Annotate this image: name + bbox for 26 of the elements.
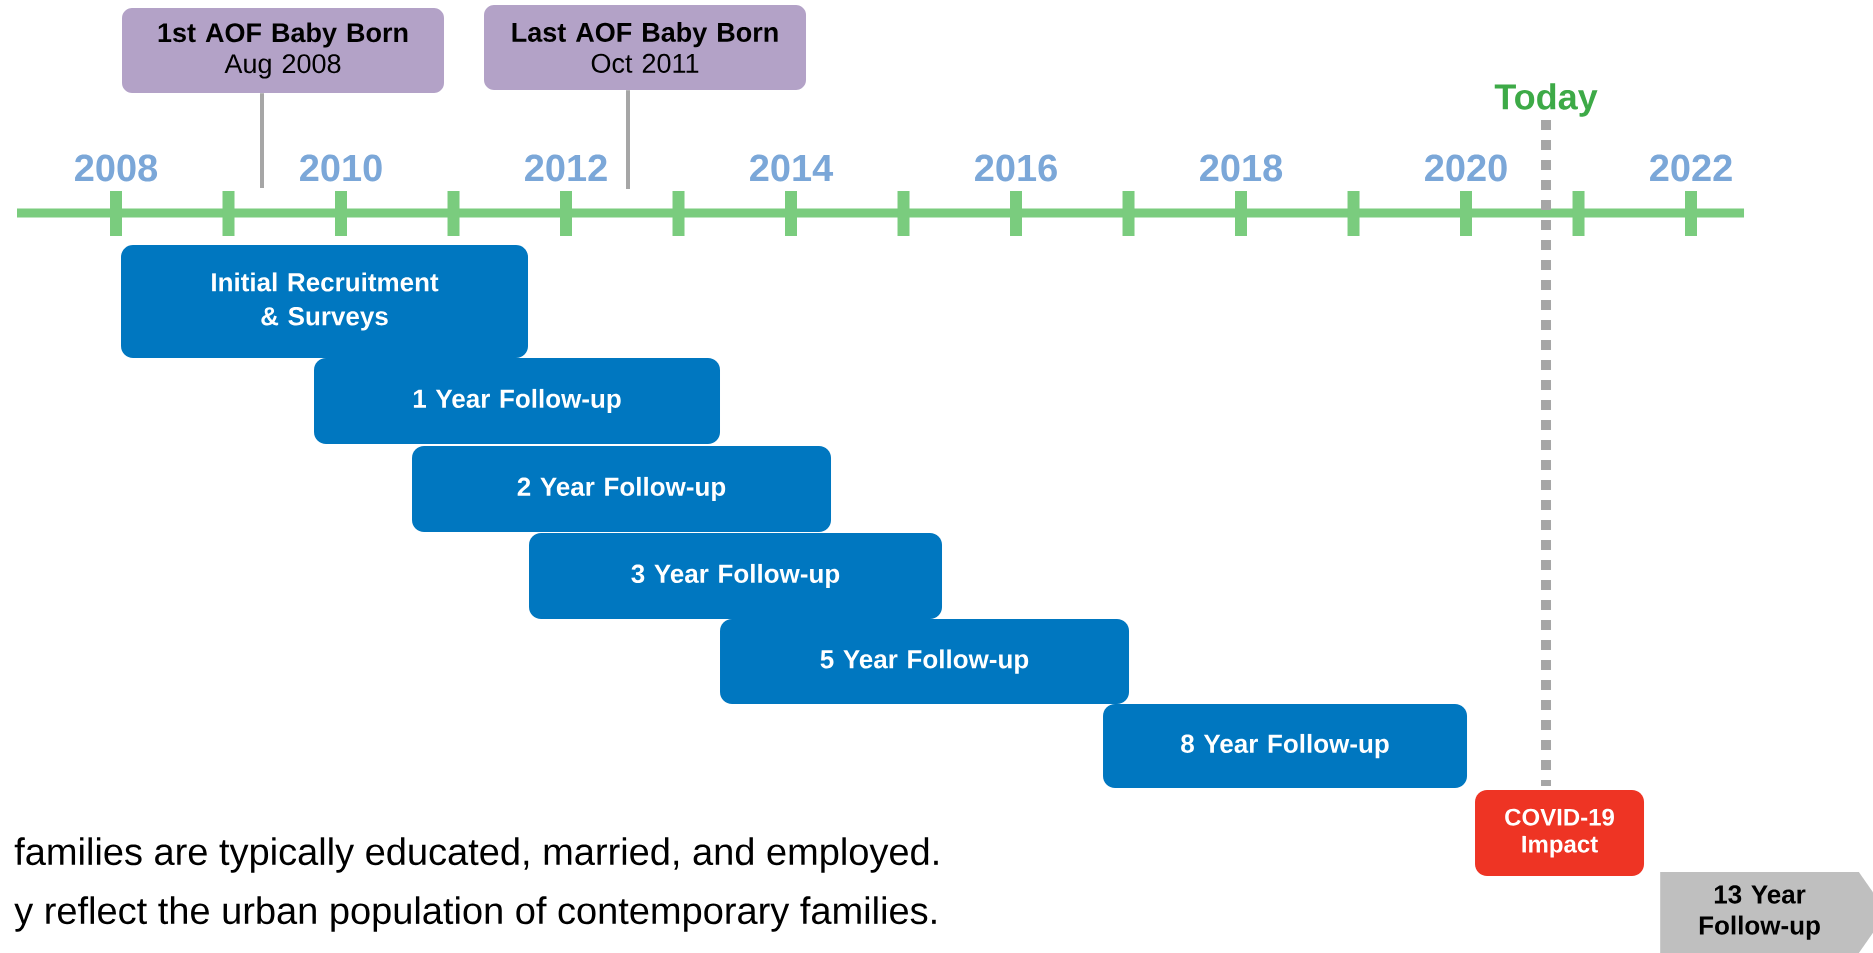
leader-line: [626, 90, 630, 189]
node-label: 5 Year Follow-up: [820, 649, 1029, 674]
milestone-box: 1st AOF Baby Born Aug 2008: [122, 8, 444, 93]
year-label: 2012: [525, 154, 607, 182]
node-label: 1 Year Follow-up: [413, 388, 621, 414]
note-text: y reflect the urban population of contemporary families.: [14, 896, 936, 932]
milestone-box: Last AOF Baby Born Oct 2011: [484, 5, 806, 90]
phase-bar: 5 Year Follow-up: [720, 619, 1129, 704]
year-label: 2020: [1425, 154, 1507, 182]
year-label: 2016: [975, 154, 1057, 182]
year-label: 2010: [300, 154, 382, 182]
phase-bar: 2 Year Follow-up: [412, 446, 831, 532]
phase-bar: 1 Year Follow-up: [314, 358, 720, 444]
year-label: 2008: [75, 154, 158, 182]
leader-line: [260, 93, 264, 188]
year-label: 2014: [750, 154, 834, 182]
event-box: COVID-19 Impact: [1475, 790, 1644, 876]
node-label: 3 Year Follow-up: [631, 563, 840, 589]
year-label: 2022: [1650, 154, 1732, 182]
phase-bar: 3 Year Follow-up: [529, 533, 942, 619]
phase-bar: Initial Recruitment & Surveys: [121, 245, 528, 358]
today-label: Today: [1494, 83, 1598, 117]
phase-bar: 8 Year Follow-up: [1103, 704, 1467, 788]
note-text: families are typically educated, married, and employed.: [14, 837, 938, 873]
year-label: 2018: [1200, 154, 1283, 182]
node-label: 2 Year Follow-up: [517, 476, 726, 502]
